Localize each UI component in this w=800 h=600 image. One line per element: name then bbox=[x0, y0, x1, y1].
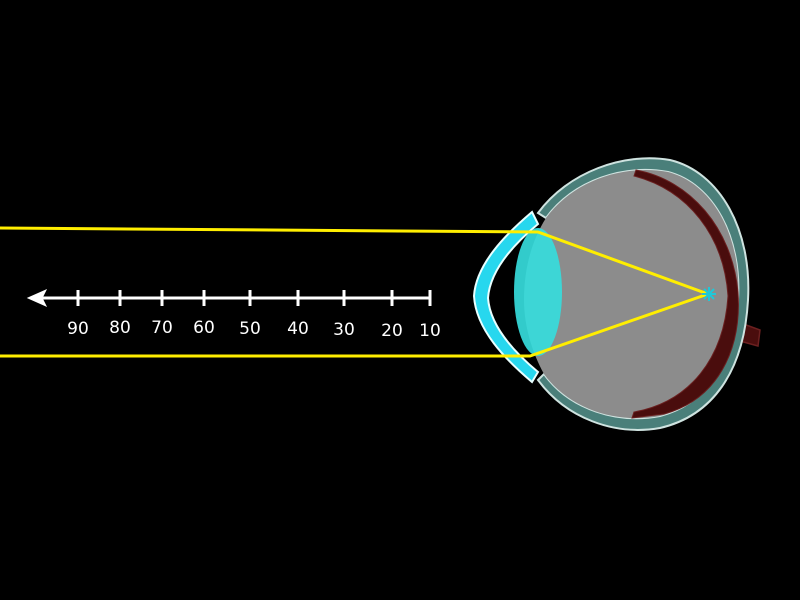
scale-tick-label: 20 bbox=[381, 321, 403, 341]
scale-tick-label: 60 bbox=[193, 318, 215, 338]
scale-tick-label: 80 bbox=[109, 318, 131, 338]
light-rays bbox=[0, 226, 709, 358]
vitreous-body bbox=[524, 169, 739, 419]
arrow-left-icon bbox=[26, 288, 48, 308]
star-icon bbox=[702, 287, 716, 301]
lower-light-ray bbox=[0, 292, 709, 358]
lens bbox=[514, 228, 562, 356]
cornea bbox=[472, 210, 540, 384]
scale-tick-label: 90 bbox=[67, 319, 89, 339]
scale-tick-label: 10 bbox=[419, 321, 441, 341]
upper-light-ray bbox=[0, 226, 709, 296]
scale-tick-label: 40 bbox=[287, 319, 309, 339]
scale-tick-label: 50 bbox=[239, 319, 261, 339]
scale-tick-label: 70 bbox=[151, 318, 173, 338]
distance-scale: 90 80 70 60 50 40 30 20 10 bbox=[26, 288, 441, 341]
eyeball bbox=[472, 157, 761, 431]
scale-tick-label: 30 bbox=[333, 320, 355, 340]
choroid bbox=[631, 169, 739, 419]
